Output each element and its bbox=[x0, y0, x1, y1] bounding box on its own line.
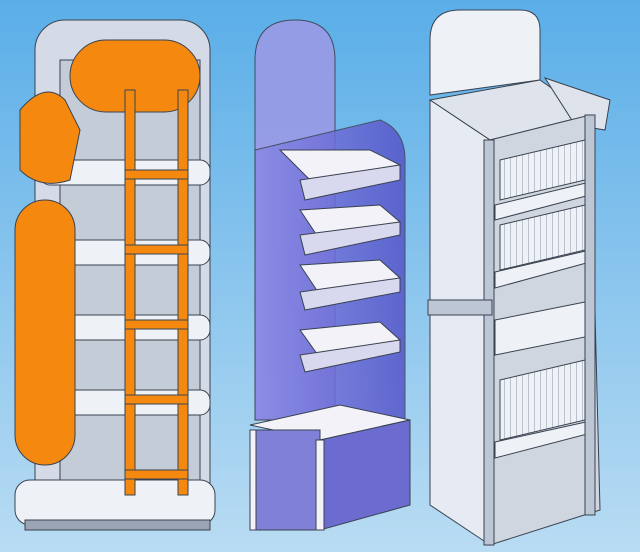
stand-orange bbox=[14, 19, 216, 531]
stand-wire bbox=[427, 9, 611, 546]
stand-purple bbox=[249, 19, 411, 531]
